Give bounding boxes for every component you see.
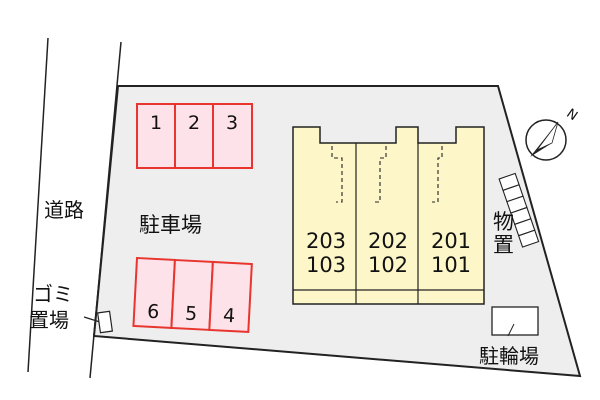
bicycle-leader-line	[507, 323, 515, 337]
parking-number-6: 6	[147, 301, 160, 324]
compass-north-label: N	[563, 106, 580, 124]
parking-space-1	[136, 103, 176, 169]
unit-upper-202: 202	[368, 229, 408, 253]
garbage-label-line1: ゴミ	[33, 282, 73, 306]
stair-outline-unit-1	[331, 146, 343, 203]
parking-space-3	[212, 103, 253, 169]
road-edge-left	[27, 37, 49, 373]
unit-lower-103: 103	[306, 253, 346, 277]
parking-space-4	[208, 260, 253, 333]
garbage-label-line2: 置場	[29, 308, 69, 332]
parking-number-3: 3	[226, 112, 238, 134]
storage-sheds	[498, 172, 540, 248]
parking-number-4: 4	[222, 305, 235, 328]
unit-lower-101: 101	[431, 253, 471, 277]
parking-number-1: 1	[150, 112, 162, 134]
stair-outline-unit-3	[432, 146, 443, 203]
road-label: 道路	[44, 198, 84, 222]
parking-number-5: 5	[185, 303, 198, 326]
unit-lower-102: 102	[368, 253, 408, 277]
unit-upper-203: 203	[306, 229, 346, 253]
building-outline	[292, 126, 485, 305]
apartment-building: 203 103 202 102 201 101	[292, 126, 485, 305]
garbage-leader-line	[83, 316, 101, 323]
storage-label-line2: 置	[493, 233, 514, 257]
bicycle-parking-label: 駐輪場	[479, 344, 539, 368]
garbage-box	[96, 310, 114, 334]
compass-needle-tail	[536, 121, 559, 151]
parking-number-2: 2	[188, 112, 200, 134]
compass: N	[525, 106, 580, 161]
storage-shed-6	[517, 229, 540, 248]
parking-bottom-row: 6 5 4	[132, 256, 253, 333]
bicycle-parking-box	[491, 306, 539, 336]
parking-label: 駐車場	[139, 213, 202, 237]
storage-label-line1: 物	[493, 210, 514, 234]
stair-outline-unit-2	[374, 146, 387, 203]
parking-top-row: 1 2 3	[136, 103, 253, 169]
unit-upper-201: 201	[431, 229, 471, 253]
